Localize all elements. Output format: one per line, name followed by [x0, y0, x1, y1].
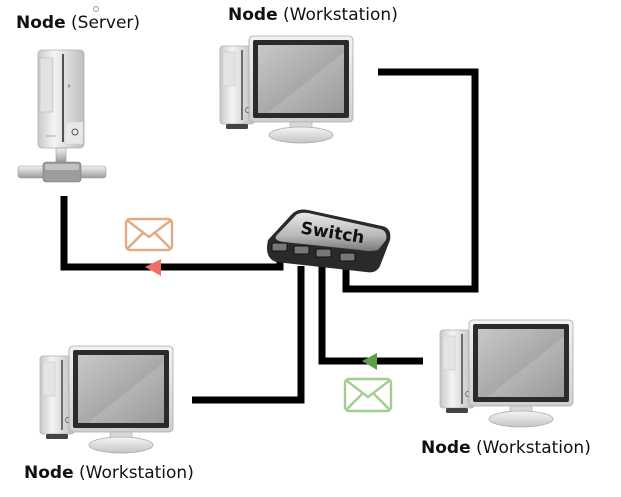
marker-dot	[93, 6, 99, 12]
workstation-bottom-right-label-role: (Workstation)	[476, 438, 591, 458]
workstation-top-label: Node (Workstation)	[228, 5, 398, 25]
server-label: Node (Server)	[16, 13, 140, 33]
cable-workstation-bottom-left-switch	[192, 266, 305, 404]
server-label-kind: Node	[16, 13, 66, 33]
message-arrow-to-switch	[362, 353, 377, 370]
switch-icon: Switch	[267, 209, 391, 273]
workstation-bottom-right-label: Node (Workstation)	[421, 438, 591, 458]
workstation-bottom-right-label-kind: Node	[421, 438, 471, 458]
workstation-bottom-left-icon	[39, 345, 174, 454]
workstation-bottom-right-icon	[439, 319, 574, 428]
message-arrow-to-server	[145, 259, 161, 276]
cable-workstation-top-switch	[342, 68, 479, 293]
workstation-top-label-kind: Node	[228, 5, 278, 25]
workstation-top-label-role: (Workstation)	[283, 5, 398, 25]
cable-workstation-bottom-right-switch	[318, 264, 423, 365]
workstation-bottom-left-label: Node (Workstation)	[24, 463, 194, 483]
workstation-bottom-left-label-kind: Node	[24, 463, 74, 483]
workstation-bottom-left-label-role: (Workstation)	[79, 463, 194, 483]
server-label-role: (Server)	[71, 13, 141, 33]
envelope-icon	[124, 217, 174, 252]
server-icon	[17, 49, 107, 183]
envelope-icon	[343, 377, 393, 413]
workstation-top-icon	[219, 35, 354, 144]
